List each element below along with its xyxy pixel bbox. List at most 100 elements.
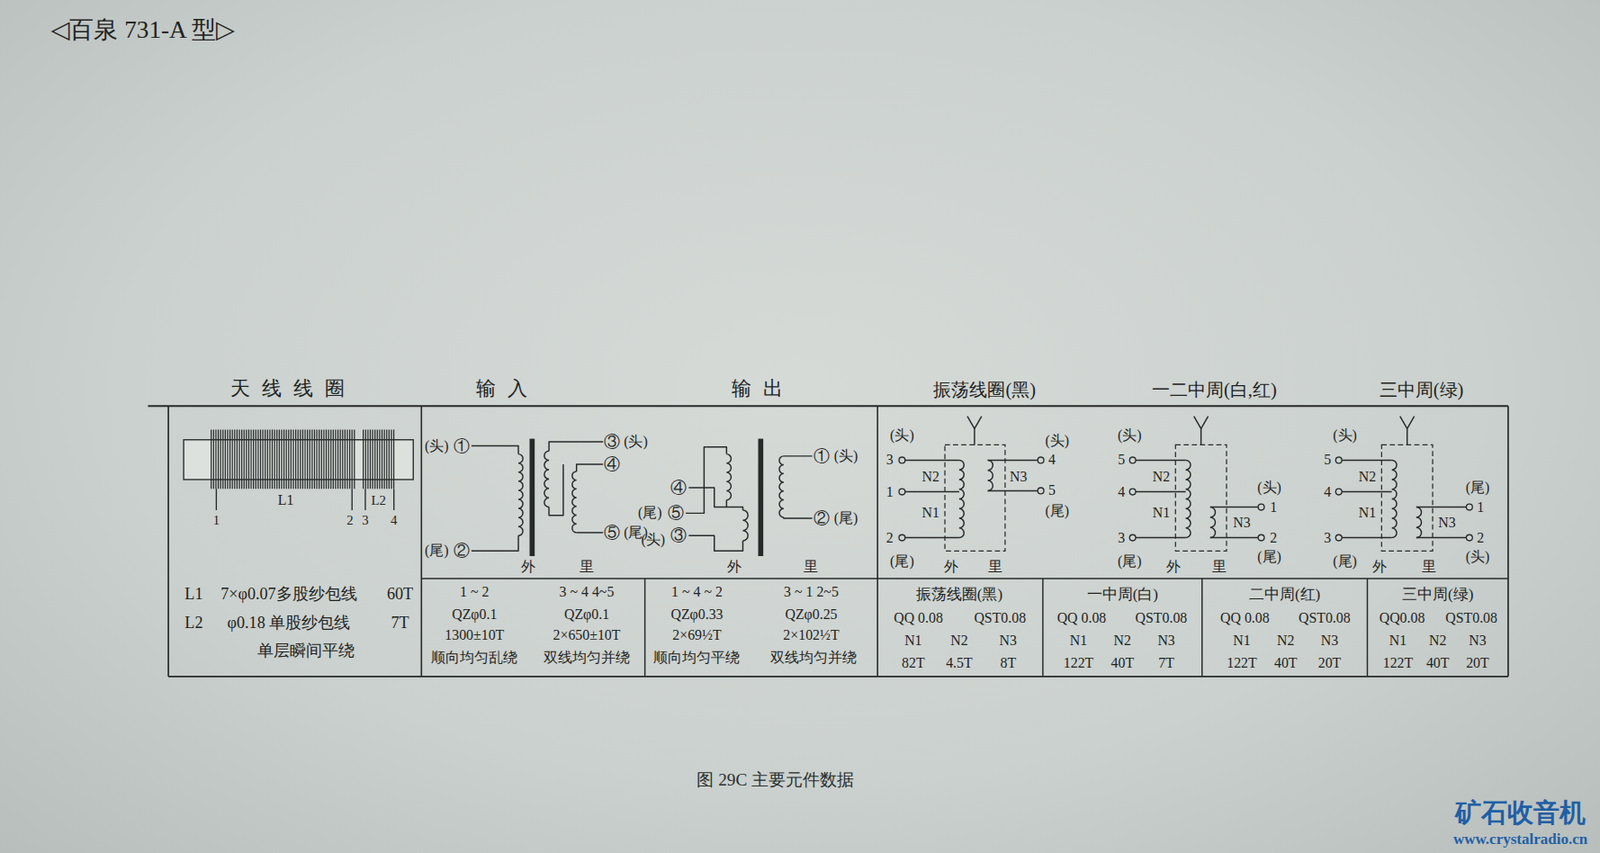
pin-number: 1	[1269, 500, 1277, 515]
lead-end-tag: (尾)	[1465, 480, 1491, 495]
winding-turn	[340, 429, 342, 489]
side-label: 里	[1212, 560, 1227, 576]
winding-turn	[276, 429, 278, 489]
table-cell: 20T	[1318, 656, 1342, 671]
winding-turn	[220, 429, 222, 489]
winding-turn	[371, 429, 373, 489]
page-header: ◁百泉 731-A 型▷	[51, 17, 235, 43]
pin-number: ⑤	[667, 504, 684, 522]
pin-number: 4	[1323, 485, 1331, 500]
figure-caption: 图 29C 主要元件数据	[696, 772, 854, 790]
winding-turn	[210, 429, 212, 489]
table-cell: QZφ0.1	[564, 607, 610, 622]
winding-turn	[233, 429, 235, 489]
winding-name: L2	[371, 493, 387, 507]
table-cell: 122T	[1063, 656, 1094, 671]
wire	[548, 441, 603, 451]
winding-turn	[349, 429, 351, 489]
winding-name: N3	[1232, 515, 1250, 531]
pin-number: 5	[1323, 452, 1331, 468]
winding-turn	[384, 429, 386, 489]
winding-name: N2	[1114, 633, 1132, 648]
table-cell: 单层瞬间平绕	[257, 642, 355, 659]
pin-number: ③	[603, 433, 621, 450]
terminal-symbol	[1037, 457, 1044, 464]
coil-lead	[215, 488, 217, 511]
winding-turn	[369, 429, 371, 489]
coil-lead	[364, 488, 366, 511]
pin-number: 3	[1117, 530, 1125, 546]
table-rule	[421, 577, 1509, 579]
lead-end-tag: (头)	[1044, 433, 1070, 449]
wire	[1341, 459, 1393, 461]
lead-end-tag: (头)	[640, 532, 666, 548]
coil-symbol	[779, 456, 784, 518]
lead-end-tag: (尾)	[889, 554, 915, 569]
table-cell: 7T	[390, 614, 409, 631]
transformer-core	[530, 439, 536, 557]
transformer-core	[758, 439, 765, 557]
column-heading: 输出	[719, 379, 795, 400]
winding-turn	[341, 429, 343, 489]
wire	[1416, 506, 1467, 508]
winding-turn	[299, 429, 301, 489]
terminal-symbol	[1258, 503, 1265, 511]
winding-turn	[245, 429, 247, 489]
pin-number: 1	[886, 485, 894, 500]
wire	[1341, 491, 1393, 493]
terminal-symbol	[1335, 457, 1342, 464]
winding-name: N3	[1438, 515, 1456, 531]
side-label: 外	[1372, 560, 1387, 576]
table-rule	[167, 405, 170, 676]
table-rule	[876, 405, 879, 676]
wire	[783, 517, 813, 519]
wire	[685, 447, 727, 514]
winding-turn	[283, 429, 285, 489]
lead-end-tag: (头)	[889, 428, 915, 443]
winding-turn	[250, 429, 252, 489]
table-cell: 1300±10T	[444, 629, 504, 644]
lead-end-tag: (尾)	[638, 505, 663, 521]
winding-name: N3	[1009, 469, 1027, 485]
wire	[783, 455, 813, 457]
table-rule	[644, 578, 646, 677]
winding-turn	[271, 429, 273, 489]
winding-turn	[311, 429, 313, 489]
table-cell: φ0.18 单股纱包线	[227, 614, 351, 631]
tuning-core-symbol	[967, 416, 982, 430]
coil-symbol	[544, 450, 549, 507]
wire	[576, 464, 603, 472]
wire	[548, 464, 564, 516]
winding-turn	[309, 429, 311, 489]
wire	[471, 535, 519, 551]
table-cell: 7×φ0.07多股纱包线	[220, 585, 357, 603]
winding-turn	[328, 429, 330, 489]
column-heading: 三中周(绿)	[1379, 380, 1465, 399]
winding-name: N1	[1389, 633, 1407, 648]
pin-number: ②	[813, 510, 830, 527]
winding-turn	[260, 429, 261, 489]
wire	[905, 491, 960, 493]
winding-turn	[278, 429, 280, 489]
winding-turn	[229, 429, 231, 489]
table-rule	[147, 404, 1509, 407]
pin-number: 3	[886, 452, 894, 468]
side-label: 里	[988, 560, 1003, 576]
coil-lead	[351, 488, 353, 511]
pin-number: 2	[1269, 530, 1277, 546]
side-label: 外	[943, 560, 959, 576]
winding-turn	[236, 429, 238, 489]
winding-turn	[257, 429, 259, 489]
winding-turn	[295, 429, 297, 489]
pin-number: 1	[1476, 500, 1484, 515]
winding-name: N2	[1276, 633, 1295, 648]
winding-name: N1	[1232, 633, 1250, 648]
side-label: 外	[727, 560, 742, 576]
table-cell: 2×69½T	[672, 629, 721, 644]
table-cell: 122T	[1226, 656, 1257, 671]
winding-name: N1	[921, 505, 939, 521]
coil-symbol	[743, 510, 749, 541]
terminal-symbol	[1037, 487, 1044, 495]
coil-symbol	[988, 459, 994, 491]
table-cell: QZφ0.33	[670, 607, 723, 622]
